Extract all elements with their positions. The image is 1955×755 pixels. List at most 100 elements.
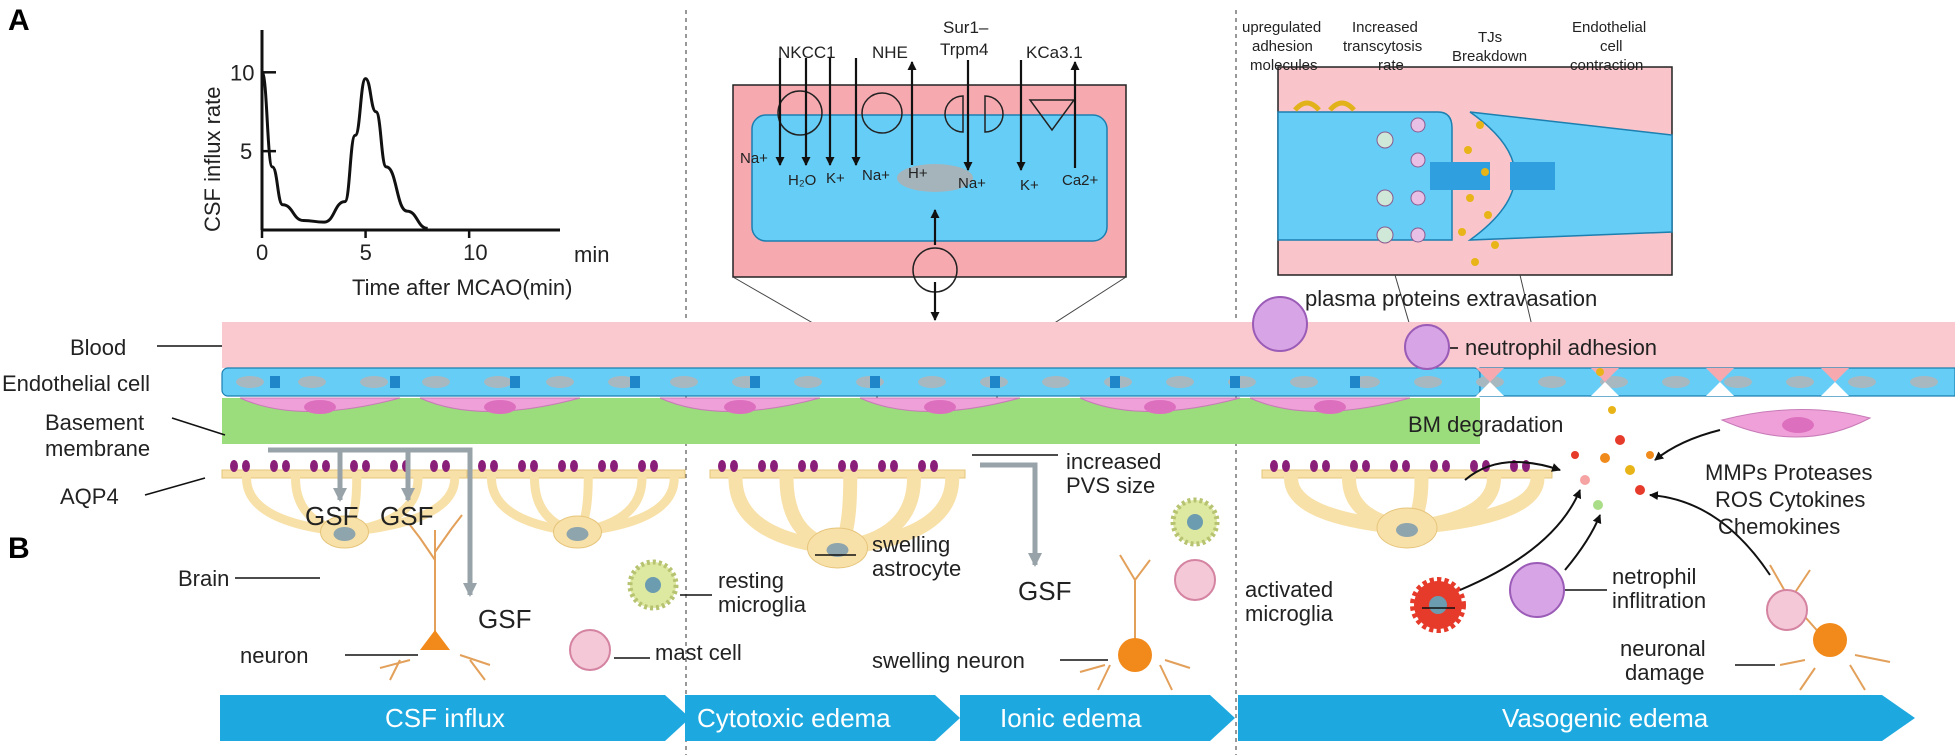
nkcc1-channel (777, 90, 823, 136)
gsf-label-4: GSF (1018, 576, 1071, 606)
kca31-channel (1028, 99, 1076, 132)
channel-sur1-label: Sur1– (943, 18, 989, 37)
junction-gap (1706, 368, 1734, 382)
tight-junction (1230, 376, 1240, 388)
astrocytes (221, 469, 1553, 569)
endothelial-nucleus (1166, 376, 1194, 388)
label-mediators-3: Chemokines (1718, 514, 1840, 539)
stage-arrow-vasogenic (1238, 695, 1915, 741)
stage-label-csf: CSF influx (385, 703, 505, 733)
chart-x-tick-label: 5 (360, 240, 372, 265)
endothelial-nucleus (236, 376, 264, 388)
ion-flux-arrows (775, 58, 1080, 321)
aqp4-channel (1390, 460, 1398, 472)
tj-left (1430, 162, 1490, 190)
vasogenic-inset: upregulated adhesion molecules Increased… (1242, 19, 1673, 366)
contraction-line-2: cell (1600, 38, 1623, 55)
tight-junction (510, 376, 520, 388)
tjs-line-1: TJs (1478, 29, 1502, 46)
gsf-label-3: GSF (478, 604, 531, 634)
channel-nhe-label: NHE (872, 43, 908, 62)
endothelial-nucleus (608, 376, 636, 388)
tight-junction (870, 376, 880, 388)
aqp4-channel (798, 460, 806, 472)
aqp4-channel (518, 460, 526, 472)
channel-kca31-label: KCa3.1 (1026, 43, 1083, 62)
aqp4-channel (638, 460, 646, 472)
aqp4-channel (530, 460, 538, 472)
ion-na-left: Na+ (740, 150, 768, 167)
aqp4-channel (490, 460, 498, 472)
label-plasma: plasma proteins extravasation (1305, 286, 1597, 311)
panel-label-b: B (8, 532, 30, 565)
chart-y-label: CSF influx rate (200, 87, 225, 233)
label-mast-cell: mast cell (655, 640, 742, 665)
endothelial-nucleus (422, 376, 450, 388)
aqp4-channel (310, 460, 318, 472)
astrocyte-nucleus (826, 543, 849, 557)
tight-junction (1350, 376, 1360, 388)
vessel-layers (221, 322, 1955, 444)
transcytosis-line-2: transcytosis (1343, 38, 1422, 55)
aqp4-channel (758, 460, 766, 472)
aqp4-channel (350, 460, 358, 472)
stage-bar: CSF influx Cytotoxic edema Ionic edema V… (220, 695, 1915, 741)
chart-y-tick-label: 10 (230, 60, 254, 85)
adhesion-line-3: molecules (1250, 57, 1318, 74)
aqp4-channel (270, 460, 278, 472)
chart-x-tick-label: 0 (256, 240, 268, 265)
label-basement-2: membrane (45, 436, 150, 461)
label-endothelial: Endothelial cell (2, 371, 150, 396)
stage-label-cytotoxic: Cytotoxic edema (697, 703, 891, 733)
cytotoxic-inset: NKCC1 NHE Sur1– Trpm4 KCa3.1 Na+ H₂O K+ … (732, 18, 1127, 403)
label-bm-degradation: BM degradation (1408, 412, 1563, 437)
aqp4-channel (230, 460, 238, 472)
label-neuron: neuron (240, 643, 309, 668)
stage-label-ionic: Ionic edema (1000, 703, 1142, 733)
contraction-line-3: contraction (1570, 57, 1643, 74)
junction-gap-basal (1821, 382, 1849, 396)
aqp4-channel (1470, 460, 1478, 472)
chart-x-label: Time after MCAO(min) (352, 275, 572, 300)
adhesion-line-2: adhesion (1252, 38, 1313, 55)
junction-gap-basal (1706, 382, 1734, 396)
aqp4-channel (1322, 460, 1330, 472)
label-netrophil-1: netrophil (1612, 564, 1696, 589)
label-blood: Blood (70, 335, 126, 360)
transcytosis-vesicles (1376, 117, 1426, 244)
endothelial-nucleus (1290, 376, 1318, 388)
tight-junction (390, 376, 400, 388)
swelling-neuron (1079, 554, 1191, 691)
tight-junction (1110, 376, 1120, 388)
gsf-arrows (268, 447, 1042, 597)
gsf-label-1: GSF (305, 501, 358, 531)
endothelial-nucleus (360, 376, 388, 388)
endothelial-nucleus (794, 376, 822, 388)
endothelial-nucleus (1848, 376, 1876, 388)
neuron (379, 514, 491, 681)
inset-nucleus (897, 164, 973, 192)
ion-k-2: K+ (1020, 177, 1039, 194)
activated-microglia (1410, 577, 1466, 633)
aqp4-channel (878, 460, 886, 472)
astrocyte-endfoot (709, 469, 966, 479)
transcytosis-line-1: Increased (1352, 19, 1418, 36)
aqp4-channel (570, 460, 578, 472)
aqp4-channel (430, 460, 438, 472)
nhe-channel (861, 92, 903, 134)
tight-junction (990, 376, 1000, 388)
panel-label-a: A (8, 4, 30, 37)
contraction-line-1: Endothelial (1572, 19, 1646, 36)
aqp4-channel (282, 460, 290, 472)
aqp4-channel (598, 460, 606, 472)
adhesion-line-1: upregulated (1242, 19, 1321, 36)
aqp4-channel (1402, 460, 1410, 472)
label-activated-microglia-1: activated (1245, 577, 1333, 602)
mast-cells (569, 559, 1808, 671)
astrocyte-endfoot (221, 469, 468, 479)
astrocyte-nucleus (333, 527, 356, 541)
junction-gap-basal (1476, 382, 1504, 396)
neutrophils (1252, 296, 1565, 618)
pericyte-nucleus (484, 400, 516, 414)
